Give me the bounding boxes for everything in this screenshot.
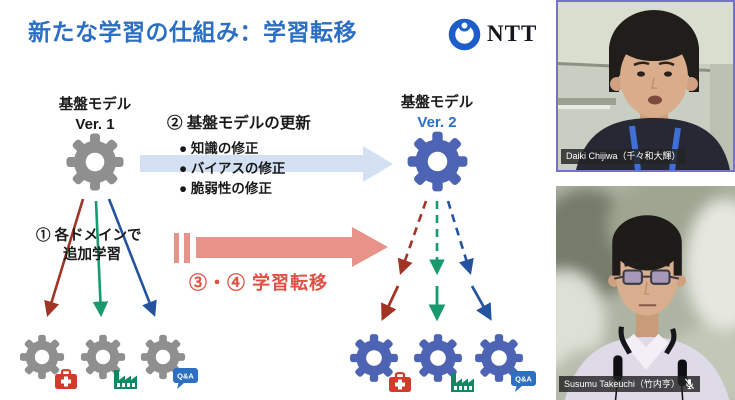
shared-slide: 新たな学習の仕組み：学習転移 NTT 基盤モデル Ver. 1 基盤モデル Ve… — [18, 16, 537, 392]
domain-gear-qa-v2: Q&A — [473, 332, 536, 392]
domain-training-note: ① 各ドメインで 追加学習 — [36, 227, 142, 265]
model-v1-name: 基盤モデル — [58, 97, 132, 113]
video-tile-susumu-takeuchi[interactable]: Susumu Takeuchi（竹内亨） — [556, 186, 735, 400]
domain-gear-factory-v1 — [79, 333, 137, 389]
update-heading: ② 基盤モデルの更新 — [167, 115, 311, 132]
domain-note-line1: ① 各ドメインで — [36, 228, 142, 244]
domain-arrow-green — [92, 200, 109, 318]
qa-speech-bubble-icon: Q&A — [511, 371, 536, 392]
gear-icon — [412, 332, 464, 384]
transfer-solid-blue — [470, 285, 492, 321]
update-bullet: ● 脆弱性の修正 — [179, 181, 272, 196]
gear-icon — [473, 332, 525, 384]
first-aid-kit-icon — [389, 372, 411, 392]
qa-badge-label: Q&A — [515, 375, 532, 384]
model-v1-version: Ver. 1 — [75, 116, 115, 133]
ntt-logo: NTT — [447, 16, 537, 51]
ntt-logo-text: NTT — [487, 20, 538, 46]
model-v2-version: Ver. 2 — [417, 114, 457, 131]
model-v2-label: 基盤モデル Ver. 2 — [372, 94, 502, 132]
qa-speech-bubble-icon: Q&A — [173, 368, 198, 389]
transfer-solid-red — [381, 285, 400, 322]
diagram-arrows — [44, 146, 492, 322]
domain-gear-qa-v1: Q&A — [139, 333, 198, 389]
gear-icon-v2 — [405, 129, 470, 194]
model-v2-name: 基盤モデル — [400, 95, 474, 111]
first-aid-kit-icon — [55, 369, 77, 389]
gear-icon — [79, 333, 127, 381]
domain-arrow-blue — [107, 198, 157, 317]
participant-video-column: Daiki Chijiwa（千々和大輝） — [556, 0, 735, 400]
qa-badge-label: Q&A — [177, 372, 194, 381]
domain-gear-medical-v2 — [348, 332, 411, 392]
domain-gear-factory-v2 — [412, 332, 474, 392]
update-arrow — [140, 146, 393, 182]
webcam-frame — [558, 2, 733, 170]
gear-icon — [18, 333, 66, 381]
ntt-dynamic-loop-icon — [448, 18, 481, 51]
slide-title: 新たな学習の仕組み：学習転移 — [28, 19, 357, 45]
domain-note-line2: 追加学習 — [63, 247, 121, 263]
transfer-dashed-red — [397, 200, 428, 275]
domain-arrow-red — [44, 198, 85, 317]
factory-icon — [451, 373, 474, 392]
mic-muted-icon — [684, 378, 694, 390]
gear-icon-v1 — [64, 131, 126, 193]
participant-name: Susumu Takeuchi（竹内亨） — [564, 378, 680, 389]
video-tile-daiki-chijiwa[interactable]: Daiki Chijiwa（千々和大輝） — [556, 0, 735, 172]
domain-gear-medical-v1 — [18, 333, 77, 389]
transfer-arrow — [196, 227, 388, 267]
participant-name-label: Susumu Takeuchi（竹内亨） — [559, 376, 700, 392]
gear-icon — [348, 332, 400, 384]
update-bullets: ● 知識の修正 ● バイアスの修正 ● 脆弱性の修正 — [179, 139, 285, 199]
transfer-label: ③・④ 学習転移 — [189, 273, 329, 293]
participant-name: Daiki Chijiwa（千々和大輝） — [566, 151, 681, 161]
update-bullet: ● 知識の修正 — [179, 141, 259, 156]
transfer-dashed-blue — [446, 200, 474, 275]
webcam-frame — [556, 186, 735, 400]
transfer-arrow-bar — [174, 233, 179, 263]
participant-name-label: Daiki Chijiwa（千々和大輝） — [561, 149, 686, 164]
gear-icon — [139, 333, 187, 381]
update-bullet: ● バイアスの修正 — [179, 161, 286, 176]
transfer-arrow-bar — [184, 233, 190, 263]
model-v1-label: 基盤モデル Ver. 1 — [30, 96, 160, 134]
factory-icon — [114, 370, 137, 389]
